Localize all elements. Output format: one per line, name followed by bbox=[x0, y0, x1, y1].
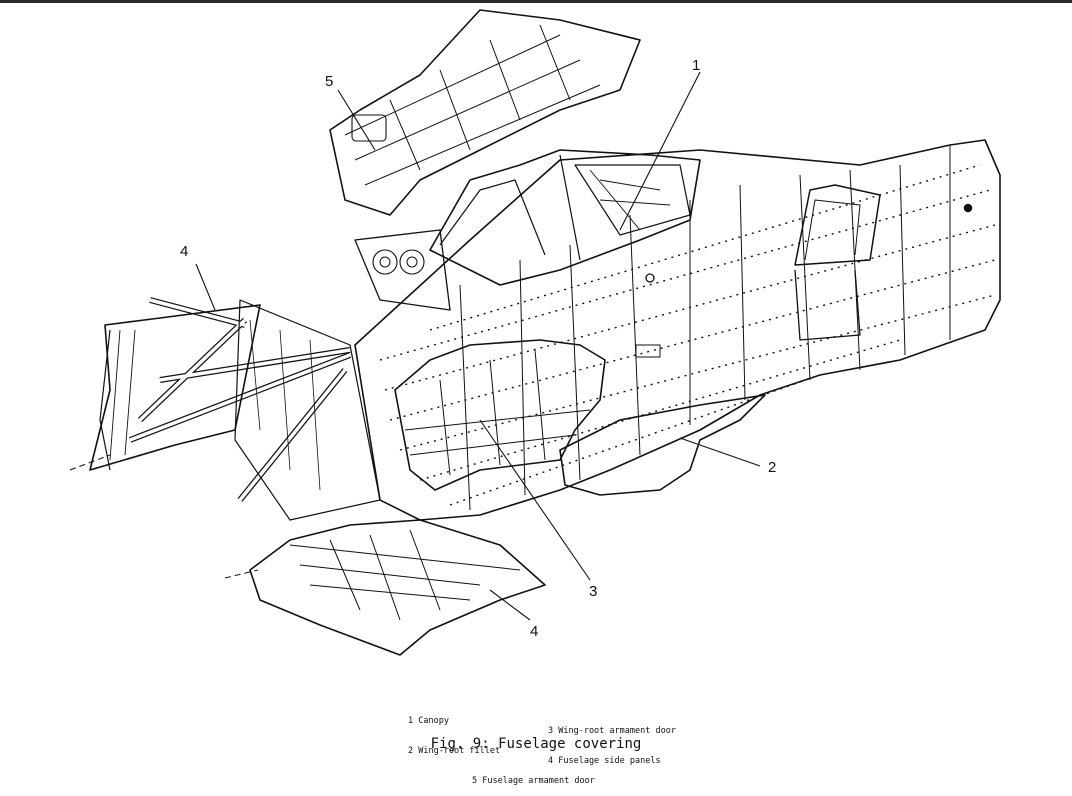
callout-4a: 4 bbox=[180, 243, 188, 260]
leader-line-4b bbox=[489, 589, 531, 621]
fuselage-covering-drawing: 1 2 3 4 4 5 bbox=[69, 9, 1001, 656]
leader-line-1 bbox=[619, 71, 701, 231]
legend-item-canopy: 1 Canopy bbox=[408, 716, 449, 726]
fuselage-side-panel-lower bbox=[249, 519, 546, 656]
figure-caption: Fig. 9: Fuselage covering bbox=[430, 736, 642, 752]
legend-item-fuselage-side-panels: 4 Fuselage side panels bbox=[548, 756, 661, 766]
fuselage-armament-door bbox=[329, 9, 641, 216]
leader-line-4a bbox=[195, 263, 216, 311]
callout-3: 3 bbox=[589, 583, 597, 600]
canopy bbox=[429, 149, 701, 286]
callout-1: 1 bbox=[692, 57, 700, 74]
callout-4b: 4 bbox=[530, 623, 538, 640]
leader-line-2 bbox=[679, 437, 761, 467]
wing-root-armament-door bbox=[394, 339, 606, 491]
leader-line-3 bbox=[479, 419, 591, 581]
leader-line-5 bbox=[337, 89, 376, 151]
callout-2: 2 bbox=[768, 459, 776, 476]
top-border bbox=[0, 0, 1072, 3]
wing-root-fillet bbox=[559, 394, 766, 496]
legend-item-fuselage-armament-door: 5 Fuselage armament door bbox=[472, 776, 595, 786]
legend-item-wing-root-armament-door: 3 Wing-root armament door bbox=[548, 726, 676, 736]
legend-item-wing-root-fillet: 2 Wing-root fillet bbox=[408, 746, 501, 756]
rear-fuselage-shell bbox=[354, 139, 1001, 521]
callout-5: 5 bbox=[325, 73, 333, 90]
fuselage-side-panel-upper bbox=[89, 304, 261, 471]
